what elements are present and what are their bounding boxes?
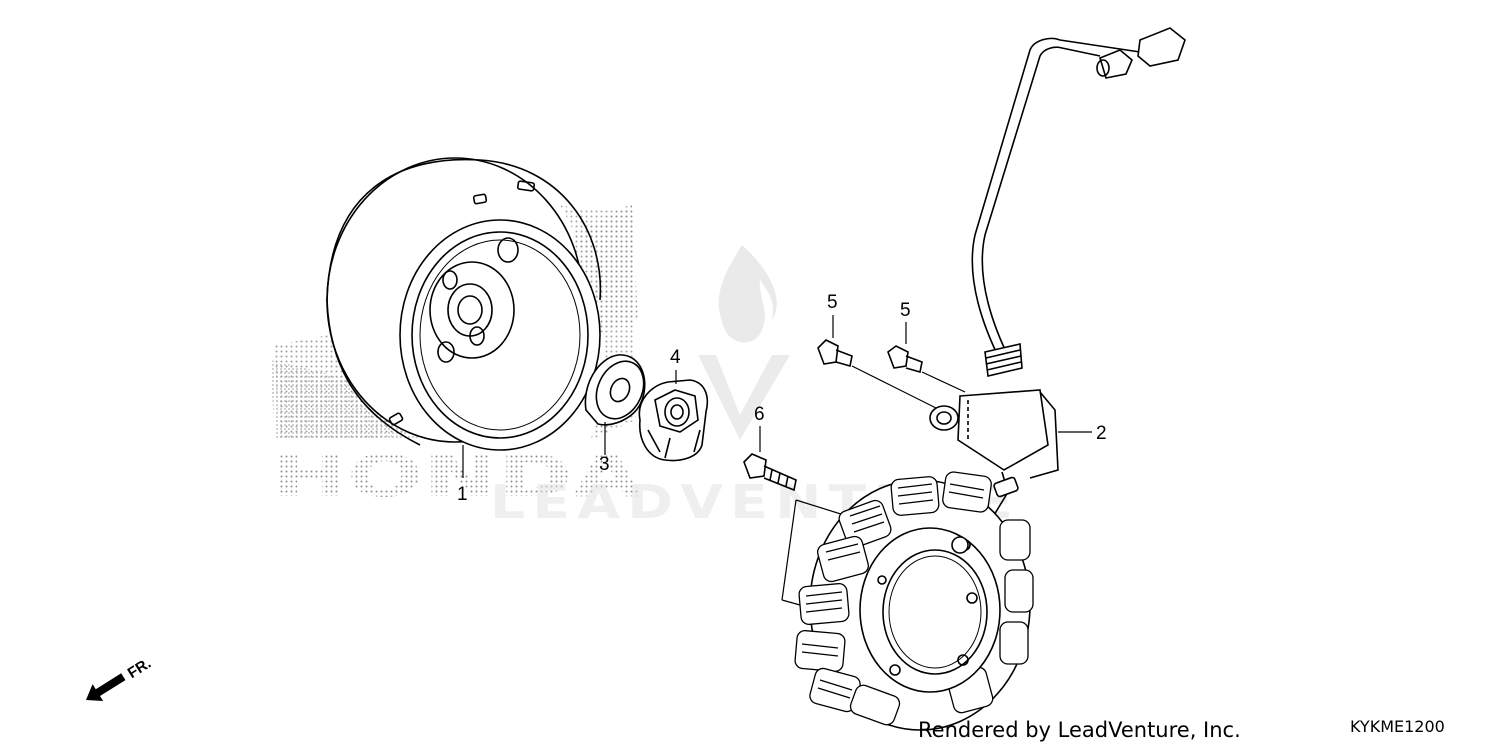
callout-5-left: 5 [827, 292, 838, 313]
rendered-by-credit: Rendered by LeadVenture, Inc. [918, 718, 1241, 742]
flame-icon [718, 245, 777, 343]
stator-assembly [794, 27, 1186, 731]
flange-nut [638, 370, 709, 462]
bolt-5a [817, 315, 941, 411]
callout-2: 2 [1096, 423, 1107, 444]
callout-5-right: 5 [900, 300, 911, 321]
arrow-left-icon [86, 673, 126, 702]
honda-wing-lower [270, 360, 420, 440]
bolt-5b [887, 322, 966, 393]
honda-word: HONDA [272, 442, 642, 510]
callout-3: 3 [599, 454, 610, 475]
callout-4: 4 [670, 347, 681, 368]
diagram-code: KYKME1200 [1350, 717, 1445, 736]
callout-6: 6 [754, 404, 765, 425]
callout-1: 1 [457, 484, 468, 505]
v-chevron-icon [698, 355, 790, 440]
washer [584, 354, 646, 455]
front-label: FR. [125, 655, 155, 682]
front-direction-arrow: FR. [86, 655, 155, 702]
